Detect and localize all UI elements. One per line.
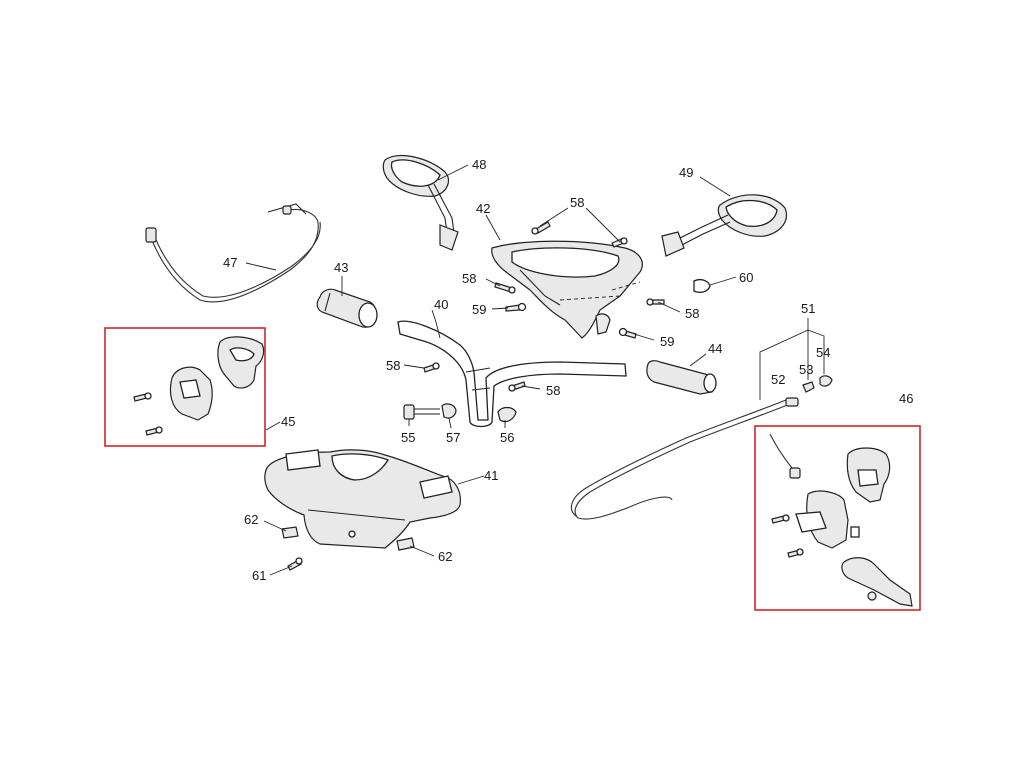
callout-60: 60 [739,270,753,285]
callout-58-top: 58 [570,195,584,210]
callout-58-left: 58 [462,271,476,286]
brake-cable-part [570,318,833,520]
front-handle-cover-part [491,240,643,339]
handlebar-part [397,320,627,428]
right-switch-lever-assembly-part [769,433,913,607]
callout-58-mid-left: 58 [386,358,400,373]
callout-53: 53 [799,362,813,377]
throttle-cable-part [145,203,321,303]
callout-45: 45 [281,414,295,429]
callout-58-right: 58 [685,306,699,321]
fasteners [281,221,711,571]
callout-59-left: 59 [472,302,486,317]
callout-49: 49 [679,165,693,180]
callout-56: 56 [500,430,514,445]
callout-57: 57 [446,430,460,445]
callout-51: 51 [801,301,815,316]
callout-61: 61 [252,568,266,583]
callout-41: 41 [484,468,498,483]
callout-42: 42 [476,201,490,216]
callout-62-right: 62 [438,549,452,564]
right-grip-part [646,360,717,395]
callout-54: 54 [816,345,830,360]
callout-62-left: 62 [244,512,258,527]
callout-43: 43 [334,260,348,275]
callout-47: 47 [223,255,237,270]
callout-59-right: 59 [660,334,674,349]
left-mirror-part [382,154,459,251]
callout-40: 40 [434,297,448,312]
rear-handle-cover-part [264,449,461,549]
callout-46: 46 [899,391,913,406]
callout-55: 55 [401,430,415,445]
leader-lines [245,164,737,576]
right-mirror-part [661,194,787,257]
callout-48: 48 [472,157,486,172]
callout-52: 52 [771,372,785,387]
left-switch-assembly-part [133,336,265,436]
left-grip-part [316,288,378,328]
highlight-box-45 [104,327,266,447]
highlight-box-46 [754,425,921,611]
callout-44: 44 [708,341,722,356]
callout-58-mid-right: 58 [546,383,560,398]
callout-labels: 48 49 42 58 58 59 60 58 59 40 43 47 44 5… [223,157,913,583]
